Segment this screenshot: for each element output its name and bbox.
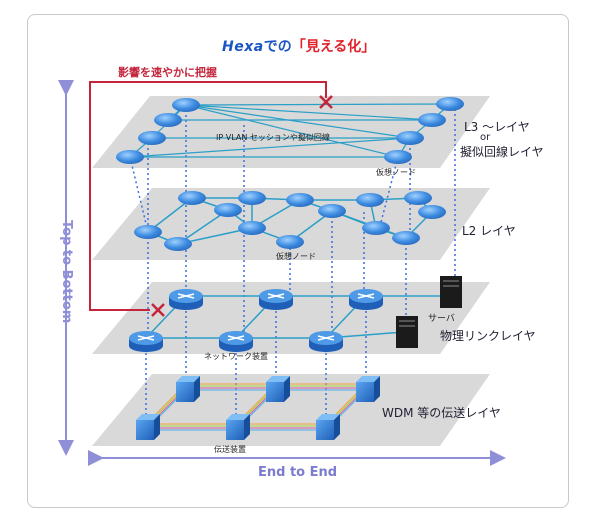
l3-node <box>172 98 200 112</box>
l2-node <box>238 191 266 205</box>
failure-x-icon <box>319 95 333 109</box>
l3-node <box>154 113 182 127</box>
transport-device-label: 伝送装置 <box>214 445 246 454</box>
l2-node <box>276 235 304 249</box>
failure-x-icon <box>151 303 165 317</box>
l2-node <box>392 231 420 245</box>
l2-nodes <box>134 191 446 251</box>
diagram-title: Hexaでの「見える化」 <box>222 36 375 56</box>
title-emphasis: 「見える化」 <box>291 39 376 55</box>
l2-node <box>356 193 384 207</box>
l2-plane <box>92 188 490 260</box>
l2-node-label: 仮想ノード <box>276 252 316 261</box>
l2-node <box>238 221 266 235</box>
l3-layer-label-or: or <box>480 132 491 143</box>
transport-cube-icon <box>226 414 250 440</box>
impact-path <box>89 81 327 311</box>
l3-node <box>436 97 464 111</box>
vertical-axis-label: Top to Bottom <box>59 220 74 324</box>
l2-node <box>134 225 162 239</box>
transport-cube-icon <box>266 376 290 402</box>
router-icon <box>169 289 203 310</box>
l2-node <box>164 237 192 251</box>
l3-node <box>384 150 412 164</box>
l3-nodes <box>116 97 464 164</box>
transport-cube-icon <box>176 376 200 402</box>
l2-node <box>318 204 346 218</box>
router-icon <box>309 331 343 352</box>
server-icon <box>440 276 462 308</box>
l3-layer-label-line1: L3 ～レイヤ <box>464 120 530 134</box>
router-icon <box>259 289 293 310</box>
l3-node <box>396 131 424 145</box>
l2-node <box>286 193 314 207</box>
router-icon <box>129 331 163 352</box>
wdm-layer-label: WDM 等の伝送レイヤ <box>382 406 501 420</box>
router-icon <box>219 331 253 352</box>
impact-label: 影響を速やかに把握 <box>118 66 217 79</box>
l2-layer-label: L2 レイヤ <box>462 224 516 238</box>
l2-node <box>362 221 390 235</box>
l3-node-label: 仮想ノード <box>376 168 416 177</box>
l3-node <box>418 113 446 127</box>
server-icon <box>396 316 418 348</box>
l2-node <box>404 191 432 205</box>
router-icon <box>349 289 383 310</box>
transport-devices <box>136 376 380 440</box>
server-label: サーバ <box>428 314 455 324</box>
l3-node <box>138 131 166 145</box>
transport-cube-icon <box>316 414 340 440</box>
l3-plane <box>92 96 490 168</box>
l2-node <box>214 203 242 217</box>
l2-node <box>178 191 206 205</box>
network-device-label: ネットワーク装置 <box>204 352 268 361</box>
horizontal-axis-label: End to End <box>258 465 338 480</box>
title-brand: Hexa <box>222 39 264 55</box>
physical-layer-label: 物理リンクレイヤ <box>440 329 536 343</box>
l3-node <box>116 150 144 164</box>
transport-cube-icon <box>356 376 380 402</box>
l3-layer-label-line2: 擬似回線レイヤ <box>460 145 544 159</box>
routers <box>129 289 383 352</box>
title-middle: での <box>263 39 292 55</box>
l2-node <box>418 205 446 219</box>
transport-cube-icon <box>136 414 160 440</box>
l3-session-label: IP VLAN セッションや擬似回線 <box>216 133 330 142</box>
